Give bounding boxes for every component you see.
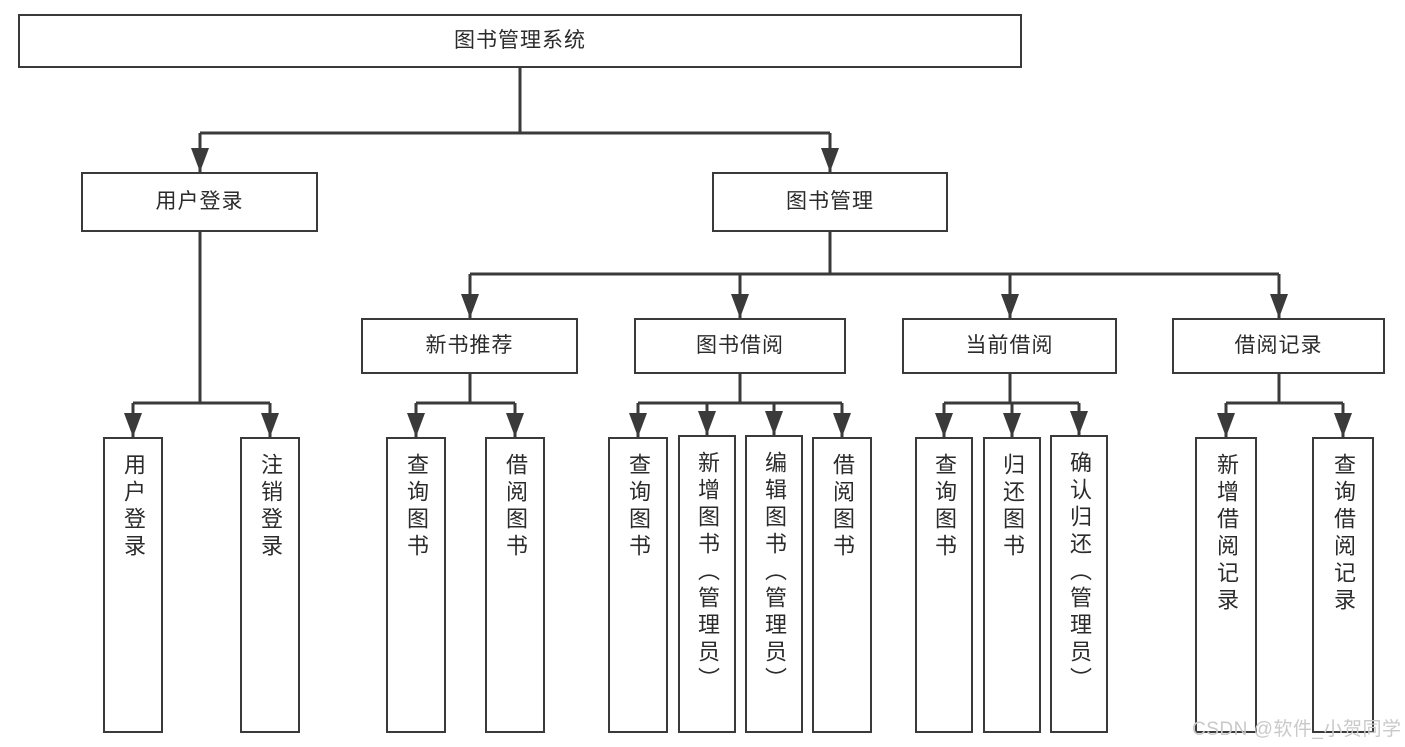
node-label-book_borrow: 图书借阅	[696, 333, 784, 357]
node-label-leaf_rec_query: 查询图书	[404, 453, 429, 561]
node-root[interactable]: 图书管理系统	[18, 14, 1022, 68]
arrowhead-book_manage	[821, 148, 839, 172]
node-label-new_book_rec: 新书推荐	[425, 333, 514, 357]
arrowhead-new_book_rec	[461, 294, 479, 318]
node-label-book_manage: 图书管理	[786, 189, 874, 213]
arrowhead-book_borrow	[731, 294, 749, 318]
node-label-leaf_rec_add: 新增借阅记录	[1214, 453, 1239, 615]
node-leaf_rec_add[interactable]: 新增借阅记录	[1195, 437, 1257, 733]
node-current_borrow[interactable]: 当前借阅	[902, 318, 1117, 374]
arrowhead-leaf_rec_query2	[1334, 413, 1352, 437]
arrowhead-leaf_borrow_query	[629, 413, 647, 437]
node-label-leaf_book_edit: 编辑图书（管理员）	[762, 451, 787, 694]
node-label-leaf_rec_query2: 查询借阅记录	[1331, 453, 1356, 615]
node-label-leaf_book_add: 新增图书（管理员）	[695, 451, 720, 694]
node-label-leaf_user_login: 用户登录	[121, 453, 146, 561]
node-label-leaf_cur_confirm: 确认归还（管理员）	[1067, 451, 1092, 694]
arrowhead-leaf_rec_add	[1217, 413, 1235, 437]
node-book_manage[interactable]: 图书管理	[712, 172, 948, 232]
arrowhead-leaf_book_edit	[765, 411, 783, 435]
node-leaf_rec_query[interactable]: 查询图书	[386, 437, 446, 733]
node-leaf_borrow_book[interactable]: 借阅图书	[812, 437, 872, 733]
node-leaf_user_login[interactable]: 用户登录	[103, 437, 163, 733]
node-label-leaf_cur_return: 归还图书	[1000, 453, 1025, 561]
node-leaf_rec_query2[interactable]: 查询借阅记录	[1312, 437, 1374, 733]
arrowhead-leaf_rec_query	[407, 413, 425, 437]
arrowhead-leaf_borrow_book	[833, 413, 851, 437]
node-user_login[interactable]: 用户登录	[81, 172, 318, 232]
node-leaf_user_logout[interactable]: 注销登录	[240, 437, 300, 733]
arrowhead-leaf_book_add	[698, 411, 716, 435]
node-label-leaf_borrow_book: 借阅图书	[830, 453, 855, 561]
arrowhead-leaf_cur_query	[935, 413, 953, 437]
arrowhead-leaf_rec_borrow	[506, 413, 524, 437]
arrowhead-borrow_record	[1270, 294, 1288, 318]
node-label-user_login: 用户登录	[155, 189, 244, 213]
node-new_book_rec[interactable]: 新书推荐	[361, 318, 578, 374]
arrowhead-user_login	[191, 148, 209, 172]
node-leaf_cur_confirm[interactable]: 确认归还（管理员）	[1050, 435, 1108, 733]
arrowhead-leaf_user_logout	[261, 413, 279, 437]
node-label-leaf_rec_borrow: 借阅图书	[503, 453, 528, 561]
arrowhead-current_borrow	[1001, 294, 1019, 318]
arrowhead-leaf_cur_confirm	[1070, 411, 1088, 435]
node-label-current_borrow: 当前借阅	[965, 333, 1054, 357]
node-label-leaf_cur_query: 查询图书	[932, 453, 957, 561]
arrowhead-leaf_user_login	[124, 413, 142, 437]
node-label-root: 图书管理系统	[454, 28, 586, 52]
node-leaf_borrow_query[interactable]: 查询图书	[608, 437, 668, 733]
node-leaf_book_add[interactable]: 新增图书（管理员）	[678, 435, 736, 733]
node-leaf_rec_borrow[interactable]: 借阅图书	[485, 437, 545, 733]
node-book_borrow[interactable]: 图书借阅	[634, 318, 846, 374]
csdn-watermark: CSDN @软件_小贺同学	[1192, 719, 1402, 740]
node-leaf_cur_return[interactable]: 归还图书	[983, 437, 1041, 733]
arrowhead-leaf_cur_return	[1003, 413, 1021, 437]
node-label-leaf_borrow_query: 查询图书	[626, 453, 651, 561]
node-label-leaf_user_logout: 注销登录	[258, 453, 283, 561]
node-borrow_record[interactable]: 借阅记录	[1172, 318, 1385, 374]
node-label-borrow_record: 借阅记录	[1234, 333, 1323, 357]
node-leaf_cur_query[interactable]: 查询图书	[915, 437, 973, 733]
node-leaf_book_edit[interactable]: 编辑图书（管理员）	[745, 435, 803, 733]
